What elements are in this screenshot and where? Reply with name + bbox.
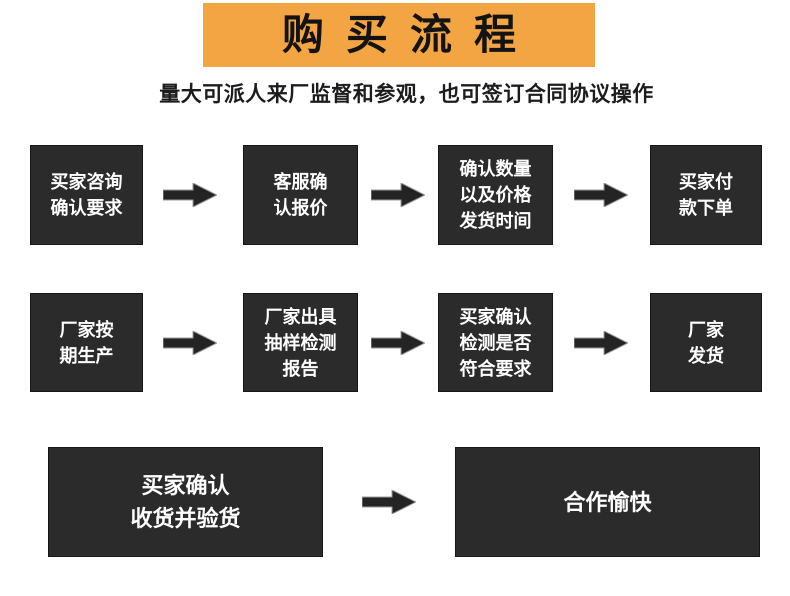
flow-step-line: 认报价 (273, 198, 328, 218)
flow-step-line: 合作愉快 (563, 489, 652, 515)
flow-step-line: 买家确认 (459, 306, 532, 327)
flow-step-line: 抽样检测 (264, 332, 337, 353)
flow-step-line: 款下单 (679, 198, 733, 218)
flow-step-line: 买家确认 (141, 473, 230, 498)
banner: 购买流程 (203, 3, 595, 67)
flow-step-buyer-verify-test: 买家确认 检测是否 符合要求 (438, 293, 553, 392)
flow-step-line: 符合要求 (459, 358, 532, 379)
flow-step-buyer-inquiry: 买家咨询 确认要求 (30, 145, 143, 245)
flow-step-line: 以及价格 (459, 185, 532, 205)
flow-step-confirm-qty-price: 确认数量 以及价格 发货时间 (438, 145, 553, 245)
subtitle: 量大可派人来厂监督和参观，也可签订合同协议操作 (159, 83, 654, 106)
arrow-right-icon (574, 331, 628, 355)
flow-step-service-quote: 客服确 认报价 (243, 145, 358, 245)
flow-step-line: 期生产 (59, 345, 114, 366)
flow-step-line: 收货并验货 (130, 506, 241, 531)
flow-step-line: 买家付 (679, 172, 733, 192)
flow-step-line: 报告 (282, 358, 319, 379)
arrow-right-icon (574, 183, 628, 207)
flow-step-factory-ship: 厂家 发货 (650, 293, 762, 392)
flow-step-line: 确认要求 (50, 198, 123, 218)
arrow-right-icon (163, 183, 217, 207)
flow-step-line: 发货时间 (459, 211, 532, 231)
flow-step-sample-test-report: 厂家出具 抽样检测 报告 (243, 293, 358, 392)
flow-step-line: 厂家 (688, 319, 724, 340)
flow-step-line: 客服确 (273, 172, 328, 192)
flow-step-happy-cooperation: 合作愉快 (455, 447, 760, 557)
flow-step-line: 确认数量 (459, 159, 532, 179)
flow-step-line: 发货 (688, 345, 724, 366)
flow-step-buyer-receive-inspect: 买家确认 收货并验货 (48, 447, 323, 557)
flow-step-line: 厂家按 (59, 319, 114, 340)
arrow-right-icon (163, 331, 217, 355)
arrow-right-icon (362, 490, 416, 514)
flow-step-production: 厂家按 期生产 (30, 293, 143, 392)
flow-step-line: 厂家出具 (264, 306, 337, 327)
page-title: 购买流程 (281, 10, 538, 59)
arrow-right-icon (371, 331, 425, 355)
arrow-right-icon (371, 183, 425, 207)
flow-step-line: 检测是否 (459, 332, 532, 353)
flow-step-line: 买家咨询 (50, 172, 123, 192)
flow-step-buyer-payment: 买家付 款下单 (650, 145, 762, 245)
